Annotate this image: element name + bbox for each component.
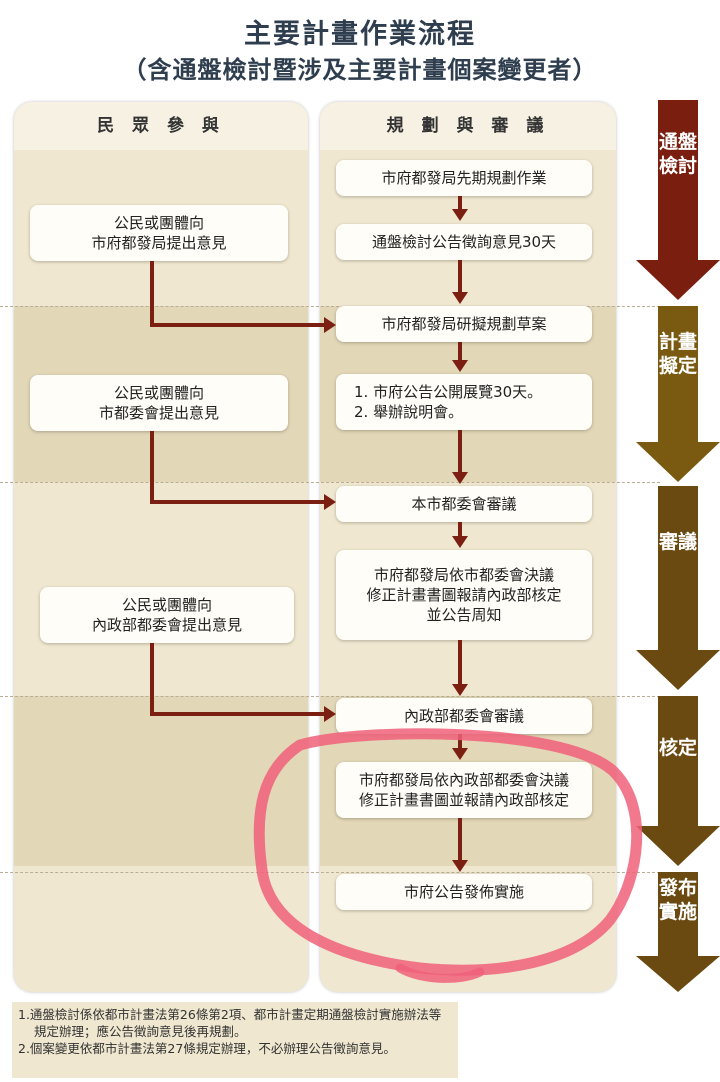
step-draft-plan: 市府都發局研擬規劃草案 <box>336 306 592 342</box>
stage-separator <box>0 482 660 483</box>
step-preliminary-planning: 市府都發局先期規劃作業 <box>336 160 592 196</box>
step-revise-per-interior-committee: 市府都發局依內政部都委會決議 修正計畫書圖並報請內政部核定 <box>336 762 592 818</box>
flow-arrow-head <box>452 684 468 696</box>
stage-arrow-approval: 核定 <box>636 696 720 866</box>
step-public-notice-30-days: 通盤檢討公告徵詢意見30天 <box>336 224 592 260</box>
box-text: 公民或團體向 <box>121 596 212 614</box>
flow-arrow-shaft <box>458 734 462 748</box>
stage-label: 通盤檢討 <box>658 131 697 177</box>
connector-arrow-head <box>324 706 336 722</box>
diagram-subtitle: （含通盤檢討暨涉及主要計畫個案變更者） <box>122 55 598 84</box>
flow-arrow-shaft <box>458 640 462 684</box>
box-text: 市府都發局依內政部都委會決議 <box>358 771 569 789</box>
flow-arrow-head <box>452 292 468 304</box>
step-public-exhibition: 1. 市府公告公開展覽30天。 2. 舉辦說明會。 <box>336 374 592 430</box>
box-text: 市都委會提出意見 <box>98 404 219 422</box>
box-text: 1. 市府公告公開展覽30天。 <box>354 383 543 401</box>
connector-arrow-head <box>324 317 336 333</box>
flow-arrow-shaft <box>458 818 462 860</box>
stage-arrow-publication: 發布實施 <box>636 872 720 994</box>
step-publish-implementation: 市府公告發佈實施 <box>336 874 592 910</box>
box-text: 並公告周知 <box>426 606 502 624</box>
flow-arrow-head <box>452 748 468 760</box>
box-text: 修正計畫書圖報請內政部核定 <box>366 586 562 604</box>
flow-arrow-head <box>452 536 468 548</box>
box-text: 市府都發局先期規劃作業 <box>381 169 547 187</box>
stage-label: 核定 <box>658 737 697 759</box>
box-text: 市府都發局提出意見 <box>91 234 227 252</box>
flow-arrow-shaft <box>458 196 462 210</box>
public-opinion-box-3: 公民或團體向 內政部都委會提出意見 <box>40 587 294 643</box>
stage-label: 計畫擬定 <box>658 331 697 377</box>
flow-arrow-shaft <box>458 342 462 360</box>
flow-arrow-head <box>452 472 468 484</box>
footnote-1: 1.通盤檢討係依都市計畫法第26條第2項、都市計畫定期通盤檢討實施辦法等規定辦理… <box>18 1007 442 1039</box>
connector-elbow-vertical <box>150 431 154 504</box>
step-revise-per-city-committee: 市府都發局依市都委會決議 修正計畫書圖報請內政部核定 並公告周知 <box>336 550 592 640</box>
public-participation-header: 民 眾 參 與 <box>14 102 308 150</box>
connector-elbow-vertical <box>150 261 154 327</box>
stage-label: 發布實施 <box>658 877 697 923</box>
flow-arrow-head <box>452 209 468 221</box>
box-text: 市府都發局研擬規劃草案 <box>381 315 547 333</box>
box-text: 通盤檢討公告徵詢意見30天 <box>371 233 557 251</box>
stage-arrow-plan-drafting: 計畫擬定 <box>636 306 720 482</box>
stage-separator <box>0 696 660 697</box>
connector-arrow-head <box>324 494 336 510</box>
box-text: 市府公告發佈實施 <box>403 883 524 901</box>
planning-review-header: 規 劃 與 審 議 <box>320 102 616 150</box>
connector-elbow-horizontal <box>150 500 324 504</box>
box-text: 公民或團體向 <box>113 214 204 232</box>
stage-arrow-comprehensive-review: 通盤檢討 <box>636 100 720 300</box>
flow-arrow-shaft <box>458 260 462 292</box>
connector-elbow-vertical <box>150 643 154 716</box>
box-text: 2. 舉辦說明會。 <box>354 403 464 421</box>
box-text: 本市都委會審議 <box>411 495 517 513</box>
step-city-committee-review: 本市都委會審議 <box>336 486 592 522</box>
box-text: 修正計畫書圖並報請內政部核定 <box>358 791 569 809</box>
footnote-2: 2.個案變更依都市計畫法第27條規定辦理，不必辦理公告徵詢意見。 <box>18 1041 396 1056</box>
connector-elbow-horizontal <box>150 712 324 716</box>
footnotes: 1.通盤檢討係依都市計畫法第26條第2項、都市計畫定期通盤檢討實施辦法等規定辦理… <box>12 1002 458 1078</box>
flow-arrow-head <box>452 860 468 872</box>
step-interior-committee-review: 內政部都委會審議 <box>336 698 592 734</box>
public-opinion-box-2: 公民或團體向 市都委會提出意見 <box>30 375 288 431</box>
public-opinion-box-1: 公民或團體向 市府都發局提出意見 <box>30 205 288 261</box>
box-text: 內政部都委會提出意見 <box>91 616 242 634</box>
stage-separator <box>0 306 660 307</box>
stage-label: 審議 <box>658 531 697 553</box>
box-text: 內政部都委會審議 <box>403 707 524 725</box>
flow-arrow-head <box>452 360 468 372</box>
flow-arrow-shaft <box>458 430 462 472</box>
box-text: 公民或團體向 <box>113 384 204 402</box>
stage-separator <box>0 872 660 873</box>
diagram-title: 主要計畫作業流程 <box>244 19 476 50</box>
connector-elbow-horizontal <box>150 323 324 327</box>
flow-arrow-shaft <box>458 522 462 536</box>
stage-arrow-review: 審議 <box>636 486 720 690</box>
box-text: 市府都發局依市都委會決議 <box>373 566 554 584</box>
